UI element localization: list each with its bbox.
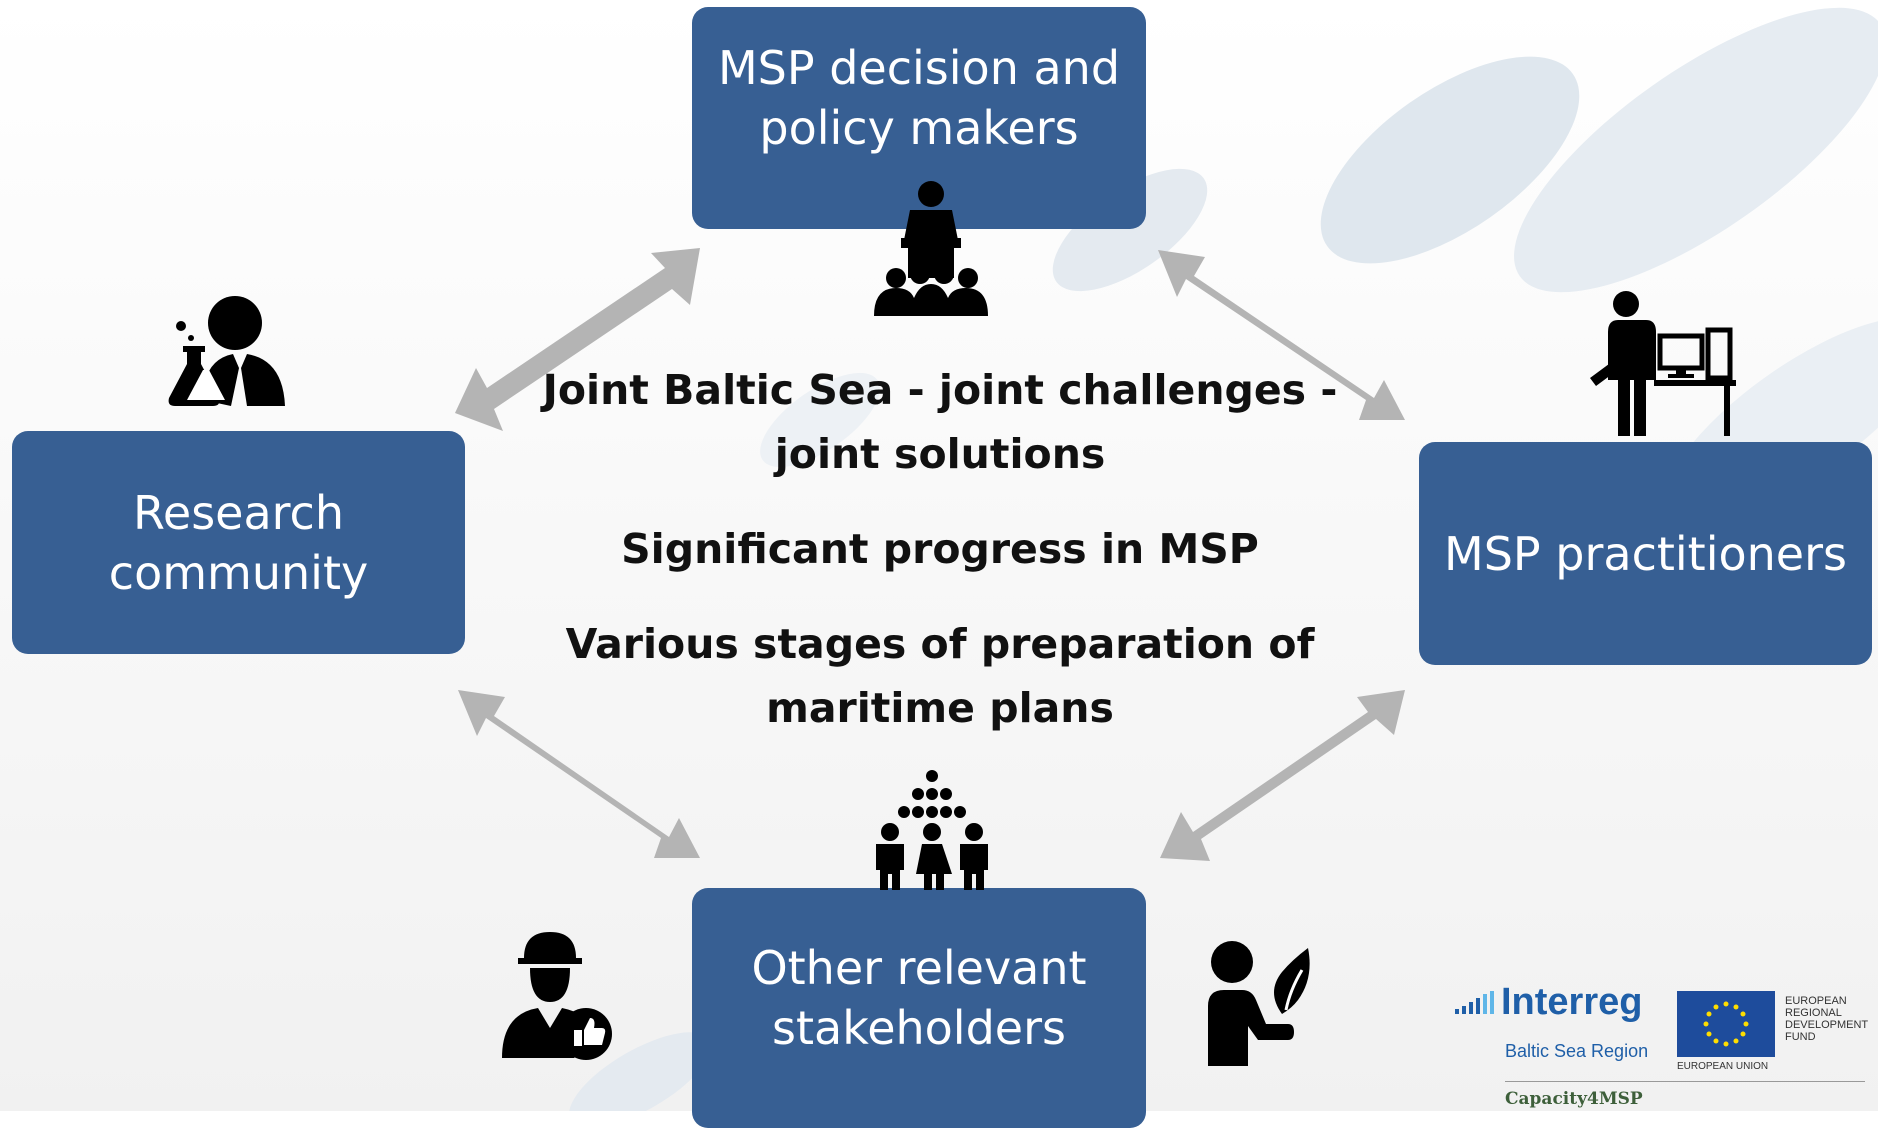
arrow-top-right <box>1158 250 1405 420</box>
node-decision-makers-line1: MSP decision and <box>717 41 1121 95</box>
center-statement-1-line1: Joint Baltic Sea - joint challenges - <box>542 366 1338 414</box>
node-msp-practitioners-line1: MSP practitioners <box>1444 526 1847 581</box>
node-research-community-line1: Research <box>133 485 344 540</box>
center-statement-3: Various stages of preparation of maritim… <box>540 612 1340 740</box>
arrow-bottom-right <box>1160 690 1405 861</box>
engineer-at-computer-icon <box>1590 291 1736 436</box>
node-msp-practitioners: MSP practitioners <box>1419 442 1872 665</box>
erdf-line3: DEVELOPMENT <box>1785 1019 1869 1031</box>
node-research-community-line2: community <box>108 545 369 600</box>
interreg-logo: Interreg Baltic Sea Region EUROPEAN UNIO… <box>1455 981 1875 1111</box>
signal-bars-icon <box>1455 991 1494 1014</box>
center-statement-1-line2: joint solutions <box>774 430 1106 478</box>
interreg-wordmark: Interreg <box>1501 981 1643 1023</box>
node-other-stakeholders-line1: Other relevant <box>751 941 1087 995</box>
center-statement-2: Significant progress in MSP <box>540 517 1340 581</box>
capacity4msp-label: Capacity4MSP <box>1505 1089 1643 1109</box>
worker-thumbs-up-icon <box>502 932 612 1060</box>
logo-divider <box>1505 1081 1865 1082</box>
node-decision-makers-line2: policy makers <box>759 101 1079 155</box>
erdf-label: EUROPEAN REGIONAL DEVELOPMENT FUND <box>1785 995 1868 1043</box>
center-statement-3-line2: maritime plans <box>766 684 1114 732</box>
baltic-sea-region-label: Baltic Sea Region <box>1505 1041 1649 1061</box>
eu-flag-icon <box>1677 991 1775 1057</box>
node-research-community: Research community <box>12 431 465 654</box>
erdf-line2: REGIONAL <box>1785 1007 1842 1019</box>
arrow-top-left <box>455 248 700 431</box>
scientist-icon <box>168 296 285 406</box>
speaker-podium-icon <box>874 181 988 316</box>
node-other-stakeholders: Other relevant stakeholders <box>692 888 1146 1128</box>
erdf-line1: EUROPEAN <box>1785 995 1847 1007</box>
erdf-line4: FUND <box>1785 1031 1816 1043</box>
person-with-plant-icon <box>1208 941 1310 1066</box>
node-other-stakeholders-line2: stakeholders <box>772 1001 1066 1055</box>
center-statement-3-line1: Various stages of preparation of <box>565 620 1315 668</box>
group-of-people-icon <box>876 770 988 890</box>
european-union-label: EUROPEAN UNION <box>1677 1061 1769 1072</box>
center-statement-2-line1: Significant progress in MSP <box>621 525 1259 573</box>
arrow-bottom-left <box>458 690 700 858</box>
center-statement-1: Joint Baltic Sea - joint challenges - jo… <box>540 358 1340 486</box>
